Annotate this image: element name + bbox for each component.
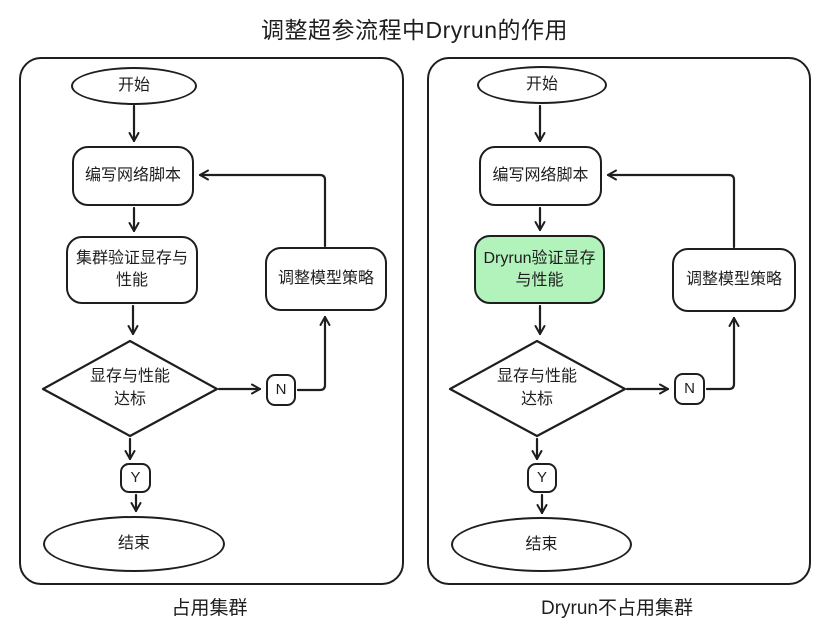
left-end-label: 结束 (117, 535, 150, 552)
left-cluster-verify-line1: 集群验证显存与 (75, 250, 188, 267)
right-panel-caption: Dryrun不占用集群 (540, 598, 693, 619)
right-adjust-strategy-label: 调整模型策略 (685, 271, 782, 288)
left-decision-diamond-shape (41, 339, 219, 438)
left-no-badge: N (266, 374, 296, 406)
left-start-label: 开始 (117, 77, 150, 94)
left-adjust-strategy-label: 调整模型策略 (277, 270, 374, 287)
left-cluster-verify-node: 集群验证显存与 性能 (66, 236, 198, 304)
left-decision-line1: 显存与性能 (89, 368, 170, 385)
right-yes-label: Y (536, 469, 547, 486)
right-start-node: 开始 (477, 66, 607, 104)
left-write-script-node: 编写网络脚本 (72, 146, 194, 206)
right-no-label: N (684, 380, 695, 397)
left-arrow-adjust-to-write (198, 169, 327, 248)
right-adjust-strategy-node: 调整模型策略 (672, 248, 796, 312)
left-panel-caption: 占用集群 (171, 598, 248, 619)
left-yes-label: Y (130, 469, 141, 486)
right-decision-line1: 显存与性能 (496, 368, 577, 385)
left-yes-badge: Y (120, 463, 151, 493)
right-arrow-adjust-to-write (606, 169, 736, 249)
left-write-script-label: 编写网络脚本 (84, 167, 181, 184)
right-write-script-node: 编写网络脚本 (479, 146, 602, 206)
left-decision-label: 显存与性能 达标 (60, 354, 200, 422)
left-decision-line2: 达标 (113, 391, 146, 408)
right-arrow-no-to-adjust (705, 316, 740, 391)
right-end-label: 结束 (525, 535, 558, 553)
right-panel-frame (427, 57, 811, 585)
left-arrow-no-to-adjust (296, 315, 331, 392)
right-decision-line2: 达标 (520, 391, 553, 408)
left-adjust-strategy-node: 调整模型策略 (265, 247, 387, 311)
right-yes-badge: Y (527, 463, 557, 493)
left-cluster-verify-line2: 性能 (115, 272, 148, 289)
right-start-label: 开始 (525, 76, 558, 93)
page-title: 调整超参流程中Dryrun的作用 (260, 17, 568, 43)
right-no-badge: N (674, 373, 705, 405)
right-dryrun-verify-line1: Dryrun验证显存 (483, 249, 596, 267)
left-start-node: 开始 (71, 67, 197, 105)
right-decision-diamond-shape (448, 339, 627, 438)
right-dryrun-verify-node: Dryrun验证显存 与性能 (474, 235, 605, 304)
left-panel-frame (19, 57, 404, 585)
right-end-node: 结束 (451, 517, 632, 572)
left-end-node: 结束 (43, 516, 225, 572)
right-write-script-label: 编写网络脚本 (492, 167, 589, 184)
right-decision-label: 显存与性能 达标 (467, 354, 607, 422)
left-no-label: N (275, 381, 287, 398)
right-dryrun-verify-line2: 与性能 (515, 271, 564, 289)
